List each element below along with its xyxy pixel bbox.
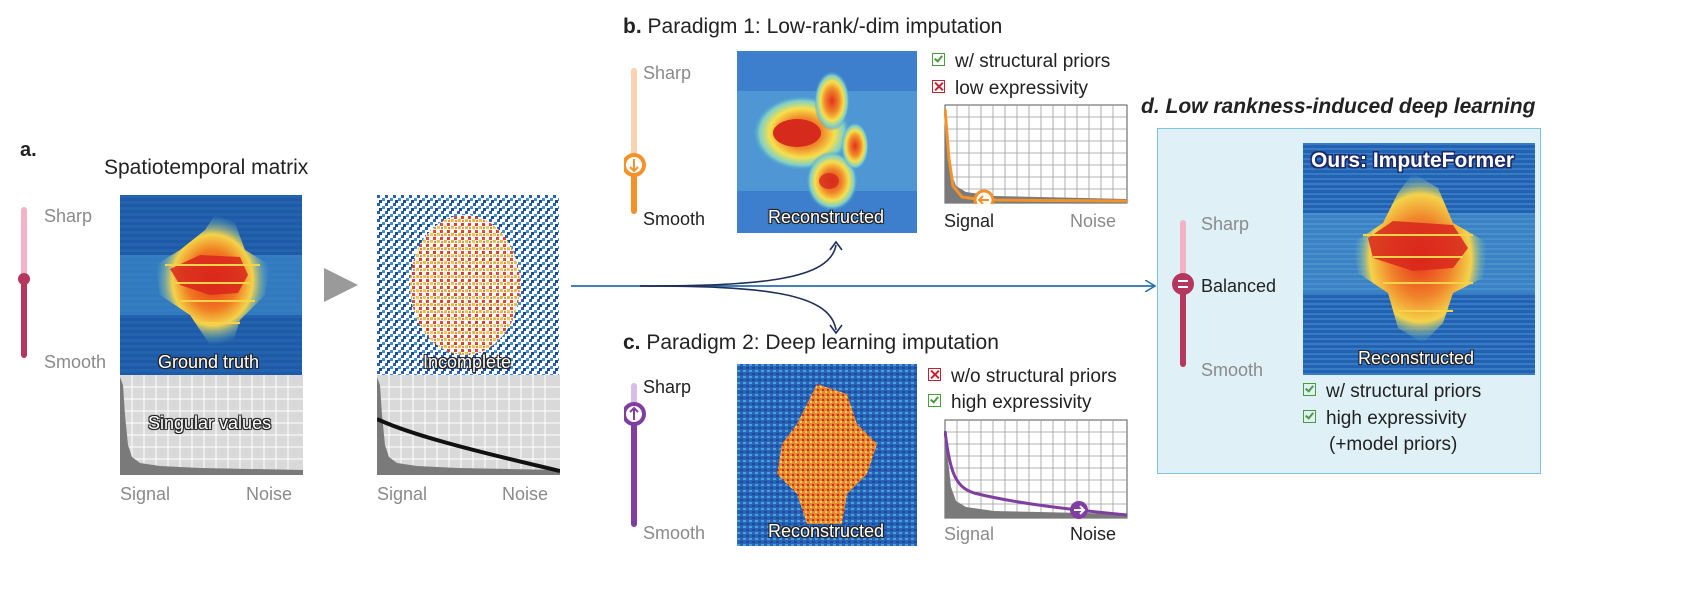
panel-a-letter: a. <box>20 139 37 161</box>
panel-c-reconstructed-label: Reconstructed <box>768 521 885 541</box>
panel-d-prop-1: w/ structural priors <box>1303 382 1481 401</box>
panel-c-title: c. Paradigm 2: Deep learning imputation <box>623 332 999 353</box>
singular-values-chart-b <box>944 104 1128 204</box>
ground-truth-heatmap <box>120 195 302 375</box>
slider-c-top-label: Sharp <box>643 377 692 397</box>
axis-a-signal: Signal <box>120 484 171 504</box>
panel-b-prop-2: low expressivity <box>932 79 1088 98</box>
axis-a2-signal: Signal <box>377 484 428 504</box>
panel-d-prop-1-text: w/ structural priors <box>1326 381 1482 402</box>
panel-d-prop-extra: (+model priors) <box>1329 434 1458 455</box>
cross-icon <box>928 368 941 382</box>
axis-c-noise: Noise <box>1070 524 1117 544</box>
singular-values-label: Singular values <box>148 413 272 433</box>
slider-b-bottom-label: Smooth <box>643 209 706 229</box>
panel-d-letter: d. <box>1141 95 1160 118</box>
panel-c-title-text: Paradigm 2: Deep learning imputation <box>646 331 999 354</box>
axis-b-signal: Signal <box>944 211 995 231</box>
up-branch-arrow <box>639 244 837 287</box>
low-rank-reconstruction-heatmap <box>737 51 917 233</box>
panel-c-letter: c. <box>623 331 641 354</box>
slider-c-bottom-label: Smooth <box>643 523 706 543</box>
check-icon <box>928 394 941 408</box>
check-icon <box>1303 383 1316 397</box>
incomplete-label: Incomplete <box>423 352 512 372</box>
axis-a2-noise: Noise <box>502 484 549 504</box>
panel-c-prop-2-text: high expressivity <box>951 392 1092 413</box>
panel-a-title: Spatiotemporal matrix <box>104 156 309 179</box>
panel-d-title: d. Low rankness-induced deep learning <box>1141 96 1535 117</box>
cross-icon <box>932 80 945 94</box>
ground-truth-label: Ground truth <box>158 352 260 372</box>
panel-b-title-text: Paradigm 1: Low-rank/-dim imputation <box>647 15 1003 38</box>
slider-b-top-label: Sharp <box>643 63 692 83</box>
panel-d-title-text: Low rankness-induced deep learning <box>1165 95 1536 118</box>
smoothness-slider-b <box>624 68 646 214</box>
incomplete-heatmap <box>377 195 559 375</box>
singular-values-chart-incomplete <box>377 375 560 475</box>
check-icon <box>1303 410 1316 424</box>
panel-b-reconstructed-label: Reconstructed <box>768 207 885 227</box>
axis-b-noise: Noise <box>1070 211 1117 231</box>
smoothness-slider-c <box>624 383 646 527</box>
slider-d-middle-label: Balanced <box>1201 276 1277 296</box>
transition-arrow-icon <box>324 268 358 302</box>
deep-learning-reconstruction-heatmap <box>737 364 917 546</box>
singular-values-chart-a <box>120 375 303 475</box>
axis-c-signal: Signal <box>944 524 995 544</box>
slider-a-bottom-label: Smooth <box>44 352 107 372</box>
singular-values-chart-c <box>944 419 1128 519</box>
down-branch-arrow <box>639 285 837 331</box>
panel-d-prop-2-text: high expressivity <box>1326 408 1467 429</box>
smoothness-slider-d <box>1172 220 1194 367</box>
panel-c-prop-1: w/o structural priors <box>928 367 1117 386</box>
slider-d-top-label: Sharp <box>1201 214 1250 234</box>
panel-c-prop-1-text: w/o structural priors <box>951 366 1117 387</box>
panel-d-reconstructed-label: Reconstructed <box>1358 348 1475 368</box>
check-icon <box>932 53 945 67</box>
panel-d-prop-2: high expressivity <box>1303 409 1466 428</box>
panel-b-letter: b. <box>623 15 642 38</box>
imputeformer-reconstruction-heatmap <box>1303 143 1535 375</box>
panel-b-prop-1: w/ structural priors <box>932 52 1110 71</box>
panel-b-prop-1-text: w/ structural priors <box>955 51 1111 72</box>
slider-a-top-label: Sharp <box>44 206 93 226</box>
panel-b-title: b. Paradigm 1: Low-rank/-dim imputation <box>623 16 1002 37</box>
imputeformer-title: Ours: ImputeFormer <box>1311 149 1515 172</box>
panel-b-prop-2-text: low expressivity <box>955 78 1089 99</box>
slider-d-bottom-label: Smooth <box>1201 360 1264 380</box>
smoothness-slider-a <box>18 207 30 358</box>
axis-a-noise: Noise <box>246 484 293 504</box>
panel-c-prop-2: high expressivity <box>928 393 1091 412</box>
